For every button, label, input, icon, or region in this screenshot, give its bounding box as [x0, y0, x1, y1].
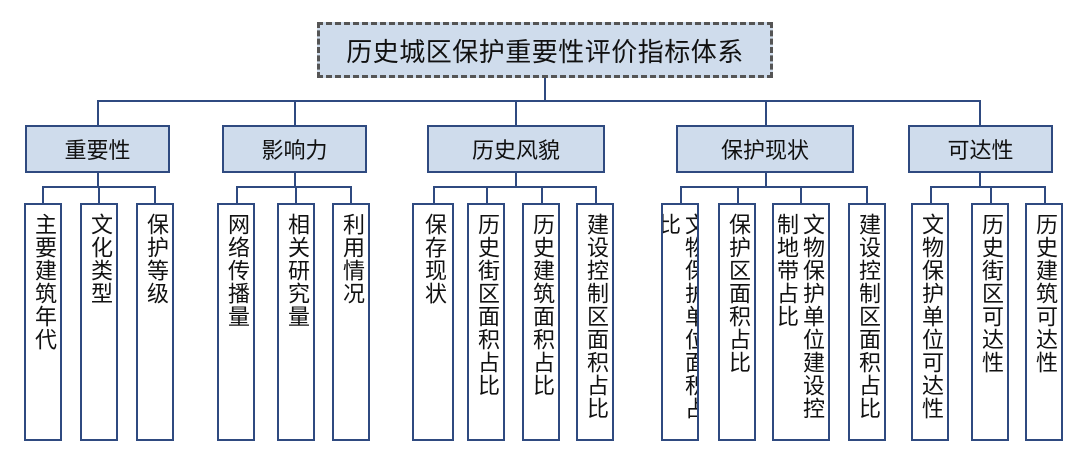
- leaf-label: 主要建筑年代: [31, 213, 56, 351]
- leaf-label: 文化类型: [87, 213, 112, 305]
- cat-3-bus: [433, 186, 597, 188]
- leaf-node: 相关研究量: [277, 203, 315, 441]
- cat-stem-3: [515, 100, 517, 125]
- leaf-2-2-stem: [295, 186, 297, 203]
- leaf-node: 文化类型: [80, 203, 118, 441]
- category-node-accessibility: 可达性: [908, 125, 1053, 173]
- cat-stem-2: [294, 100, 296, 125]
- cat-2-drop: [294, 173, 296, 187]
- leaf-node: 历史建筑可达性: [1025, 203, 1063, 441]
- leaf-label: 历史街区可达性: [978, 213, 1003, 374]
- leaf-5-3-stem: [1044, 186, 1046, 203]
- category-node-influence: 影响力: [222, 125, 367, 173]
- leaf-3-2-stem: [486, 186, 488, 203]
- leaf-node: 建设控制区面积占比: [848, 203, 886, 441]
- root-title: 历史城区保护重要性评价指标体系: [346, 37, 744, 68]
- leaf-node: 文物保护单位面积占比: [661, 203, 699, 441]
- category-label: 影响力: [261, 139, 328, 164]
- cat-stem-4: [765, 100, 767, 125]
- category-node-importance: 重要性: [25, 125, 170, 173]
- leaf-2-1-stem: [236, 186, 238, 203]
- leaf-label: 文物保护单位面积占比: [661, 213, 699, 420]
- category-label: 保护现状: [720, 139, 809, 164]
- leaf-5-1-stem: [930, 186, 932, 203]
- level1-bus: [97, 100, 981, 102]
- leaf-label: 保护区面积占比: [725, 213, 750, 374]
- leaf-node: 文物保护单位建设控制地带占比: [772, 203, 830, 441]
- leaf-2-3-stem: [350, 186, 352, 203]
- leaf-4-4-stem: [866, 186, 868, 203]
- leaf-node: 保护等级: [136, 203, 174, 441]
- cat-5-drop: [979, 173, 981, 187]
- leaf-label: 相关研究量: [284, 213, 309, 328]
- cat-3-drop: [515, 173, 517, 187]
- cat-1-drop: [97, 173, 99, 187]
- leaf-node: 文物保护单位可达性: [911, 203, 949, 441]
- leaf-node: 建设控制区面积占比: [576, 203, 614, 441]
- category-label: 重要性: [64, 139, 131, 164]
- leaf-node: 利用情况: [332, 203, 370, 441]
- leaf-label: 历史街区面积占比: [474, 213, 499, 397]
- leaf-node: 网络传播量: [217, 203, 255, 441]
- leaf-label: 保护等级: [143, 213, 168, 305]
- leaf-3-3-stem: [541, 186, 543, 203]
- category-node-protection-status: 保护现状: [676, 125, 854, 173]
- cat-stem-1: [97, 100, 99, 125]
- leaf-node: 保存现状: [412, 203, 454, 441]
- cat-4-drop: [765, 173, 767, 187]
- cat-2-bus: [236, 186, 352, 188]
- leaf-node: 主要建筑年代: [24, 203, 62, 441]
- category-label: 历史风貌: [471, 139, 560, 164]
- leaf-3-1-stem: [433, 186, 435, 203]
- leaf-3-4-stem: [595, 186, 597, 203]
- leaf-label: 历史建筑可达性: [1032, 213, 1057, 374]
- leaf-1-2-stem: [98, 186, 100, 203]
- leaf-5-2-stem: [990, 186, 992, 203]
- leaf-node: 保护区面积占比: [718, 203, 756, 441]
- leaf-4-2-stem: [737, 186, 739, 203]
- leaf-label: 网络传播量: [224, 213, 249, 328]
- leaf-node: 历史建筑面积占比: [522, 203, 560, 441]
- leaf-label: 建设控制区面积占比: [855, 213, 880, 420]
- leaf-1-3-stem: [154, 186, 156, 203]
- leaf-4-1-stem: [680, 186, 682, 203]
- leaf-4-3-stem: [800, 186, 802, 203]
- cat-4-bus: [680, 186, 868, 188]
- leaf-label: 利用情况: [339, 213, 364, 305]
- leaf-label: 文物保护单位建设控制地带占比: [773, 213, 824, 420]
- root-node: 历史城区保护重要性评价指标体系: [317, 22, 773, 78]
- leaf-1-1-stem: [42, 186, 44, 203]
- leaf-label: 历史建筑面积占比: [529, 213, 554, 397]
- leaf-node: 历史街区可达性: [971, 203, 1009, 441]
- leaf-label: 文物保护单位可达性: [918, 213, 943, 420]
- leaf-label: 建设控制区面积占比: [583, 213, 608, 420]
- root-stem: [544, 78, 546, 101]
- category-node-historic-features: 历史风貌: [427, 125, 605, 173]
- leaf-label: 保存现状: [421, 213, 446, 305]
- cat-5-bus: [930, 186, 1046, 188]
- cat-stem-5: [979, 100, 981, 125]
- category-label: 可达性: [947, 139, 1014, 164]
- leaf-node: 历史街区面积占比: [467, 203, 505, 441]
